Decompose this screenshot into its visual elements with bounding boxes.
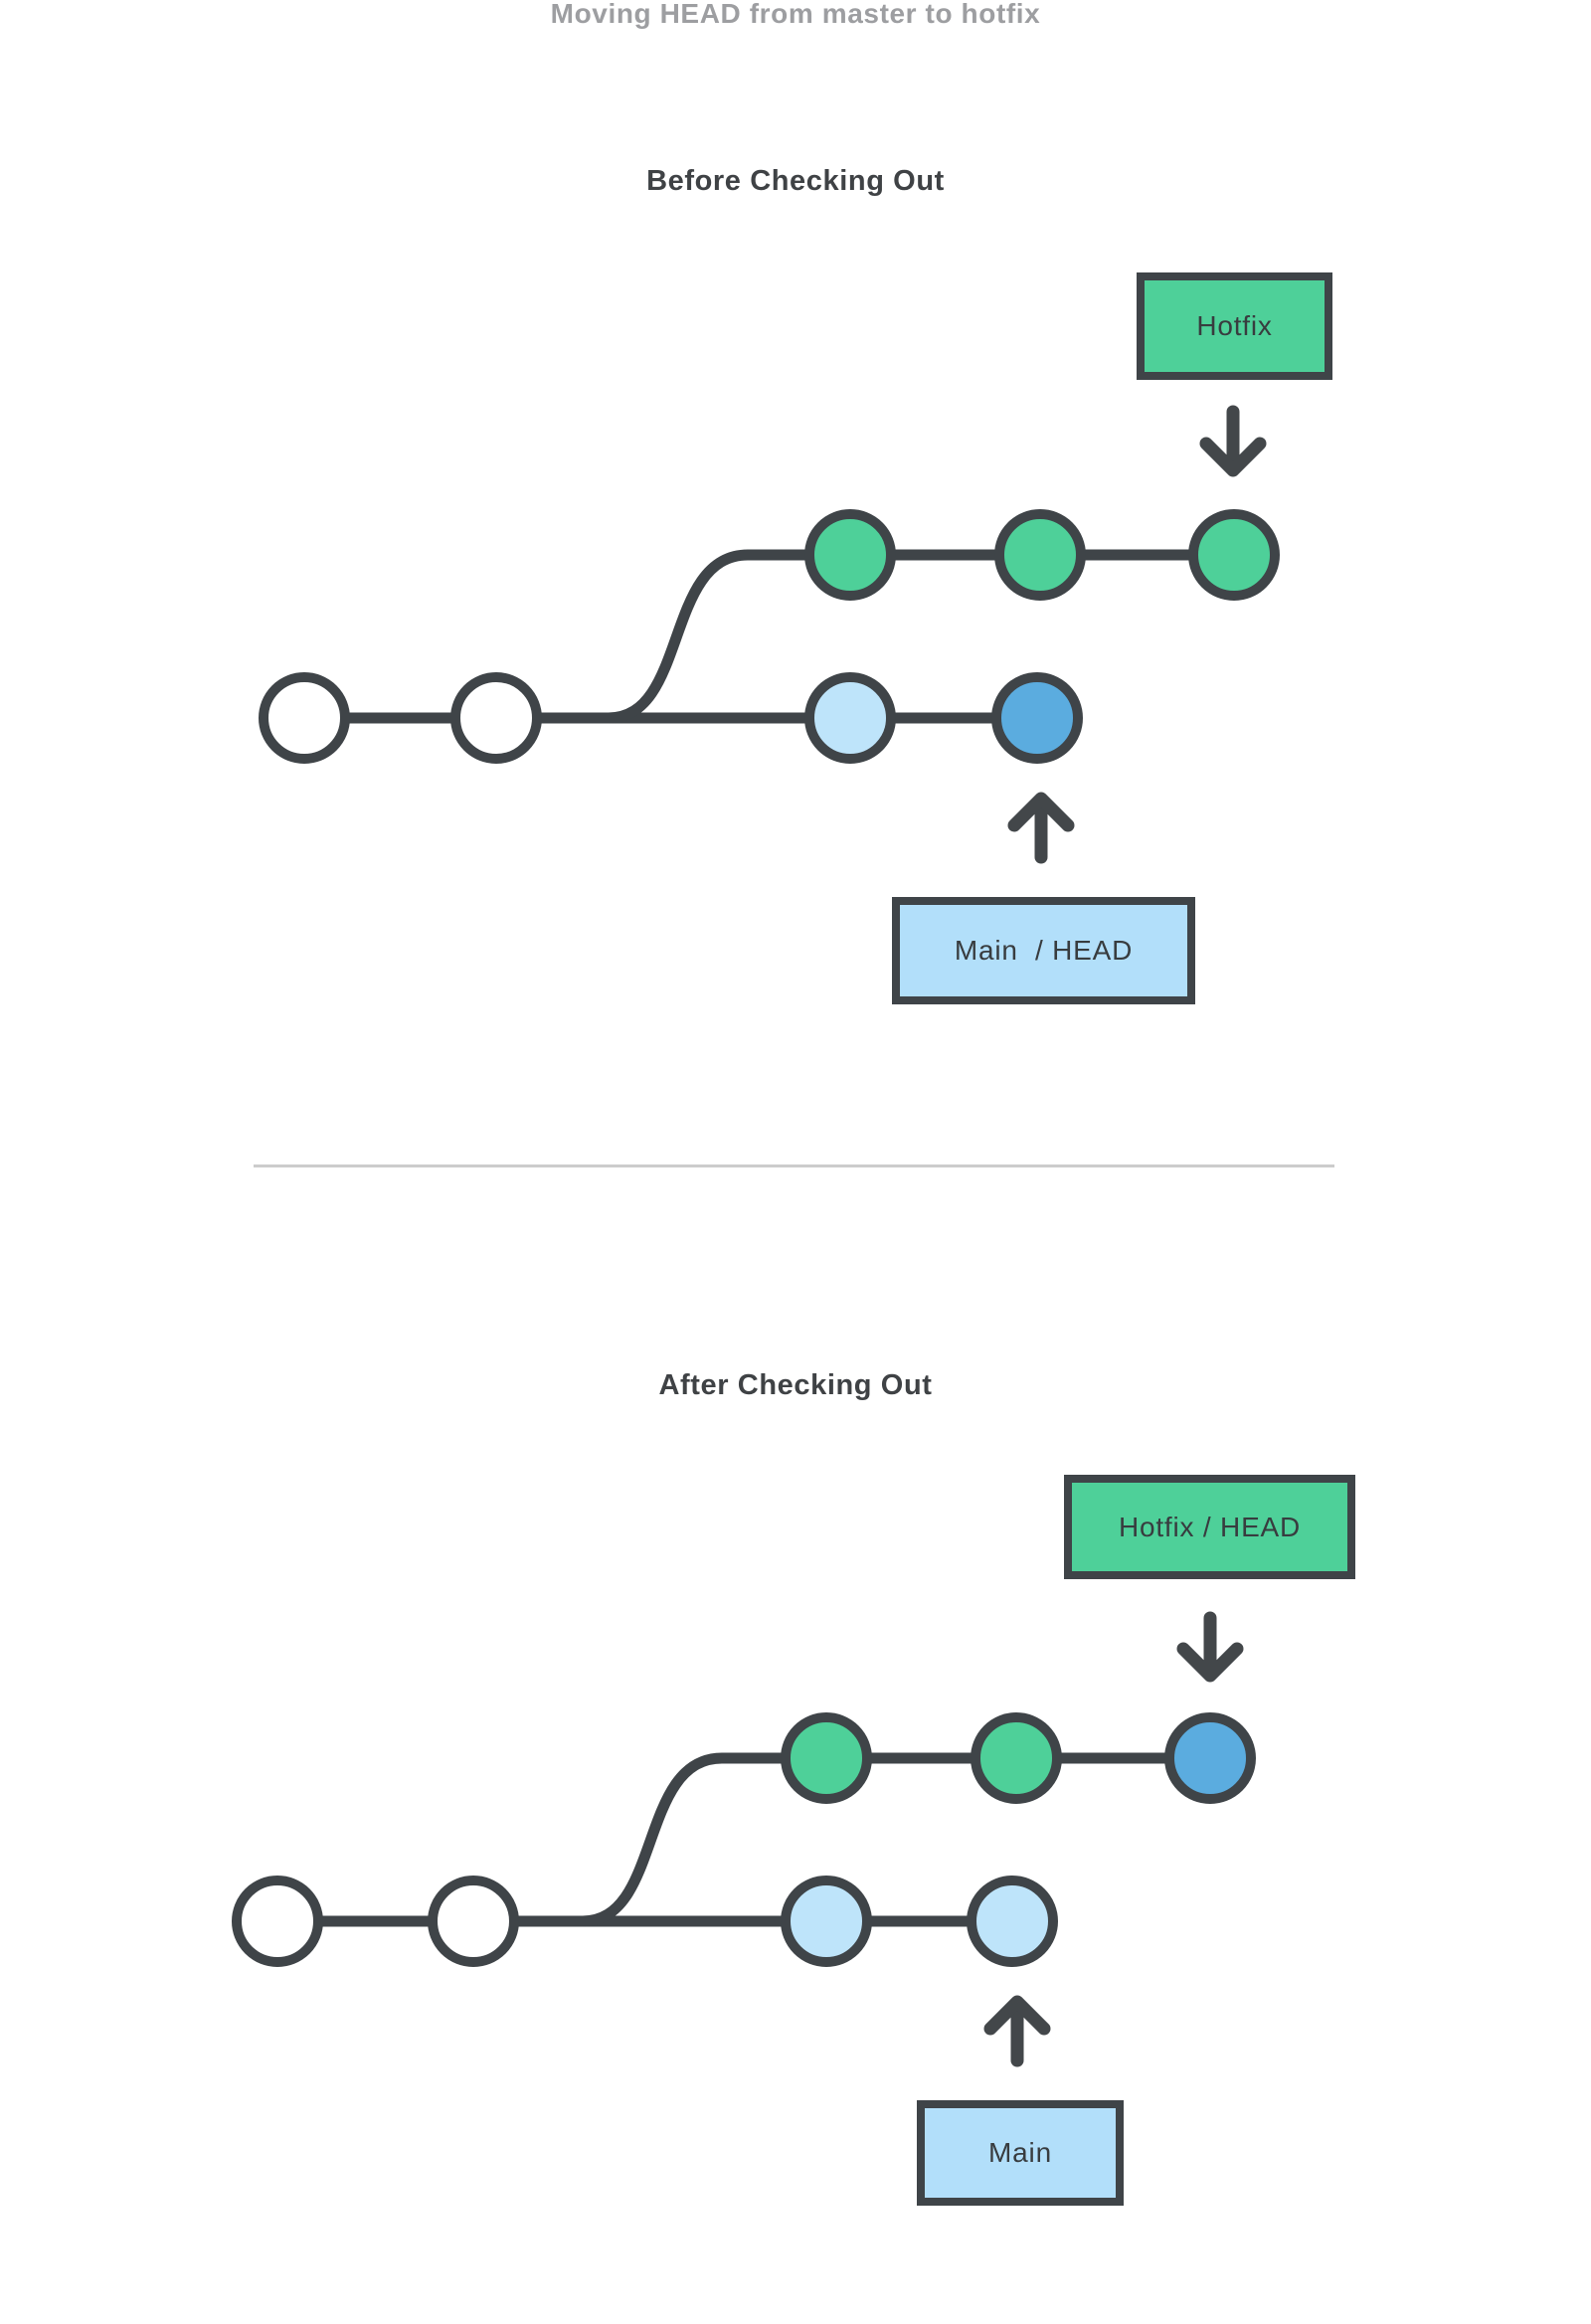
- before-section-heading: Before Checking Out: [646, 165, 945, 197]
- hotfix-branch-label-box: Hotfix: [1137, 272, 1332, 380]
- before-down-arrow-icon: [1199, 405, 1267, 477]
- commit-node: [971, 1712, 1062, 1804]
- commit-node: [781, 1876, 872, 1967]
- main-head-label: Main / HEAD: [954, 935, 1134, 966]
- commit-node: [781, 1712, 872, 1804]
- main-label: Main: [988, 2137, 1052, 2168]
- before-up-arrow-icon: [1007, 792, 1075, 864]
- hotfix-head-label-box: Hotfix / HEAD: [1064, 1475, 1355, 1579]
- after-branch-curve: [533, 1752, 730, 1927]
- commit-node: [1188, 509, 1280, 601]
- after-commit-graph: [277, 1752, 1210, 1927]
- main-label-box: Main: [917, 2100, 1124, 2206]
- before-commit-nodes: [259, 509, 1280, 764]
- commit-node: [804, 509, 896, 601]
- before-commit-graph: [304, 549, 1234, 724]
- commit-node: [259, 672, 350, 764]
- commit-node: [1164, 1712, 1256, 1804]
- after-commit-nodes: [232, 1712, 1256, 1967]
- hotfix-head-label: Hotfix / HEAD: [1118, 1511, 1302, 1542]
- section-divider: [254, 1164, 1334, 1167]
- commit-node: [967, 1876, 1058, 1967]
- page-title: Moving HEAD from master to hotfix: [550, 0, 1041, 29]
- after-up-arrow-icon: [983, 1995, 1051, 2067]
- commit-node: [804, 672, 896, 764]
- commit-node: [428, 1876, 519, 1967]
- commit-node: [994, 509, 1086, 601]
- after-section-heading: After Checking Out: [658, 1369, 933, 1401]
- commit-node: [232, 1876, 323, 1967]
- after-down-arrow-icon: [1176, 1611, 1244, 1683]
- commit-node: [450, 672, 542, 764]
- main-head-label-box: Main / HEAD: [892, 897, 1195, 1004]
- before-branch-curve: [557, 549, 756, 724]
- hotfix-branch-label: Hotfix: [1196, 310, 1273, 341]
- commit-node: [991, 672, 1083, 764]
